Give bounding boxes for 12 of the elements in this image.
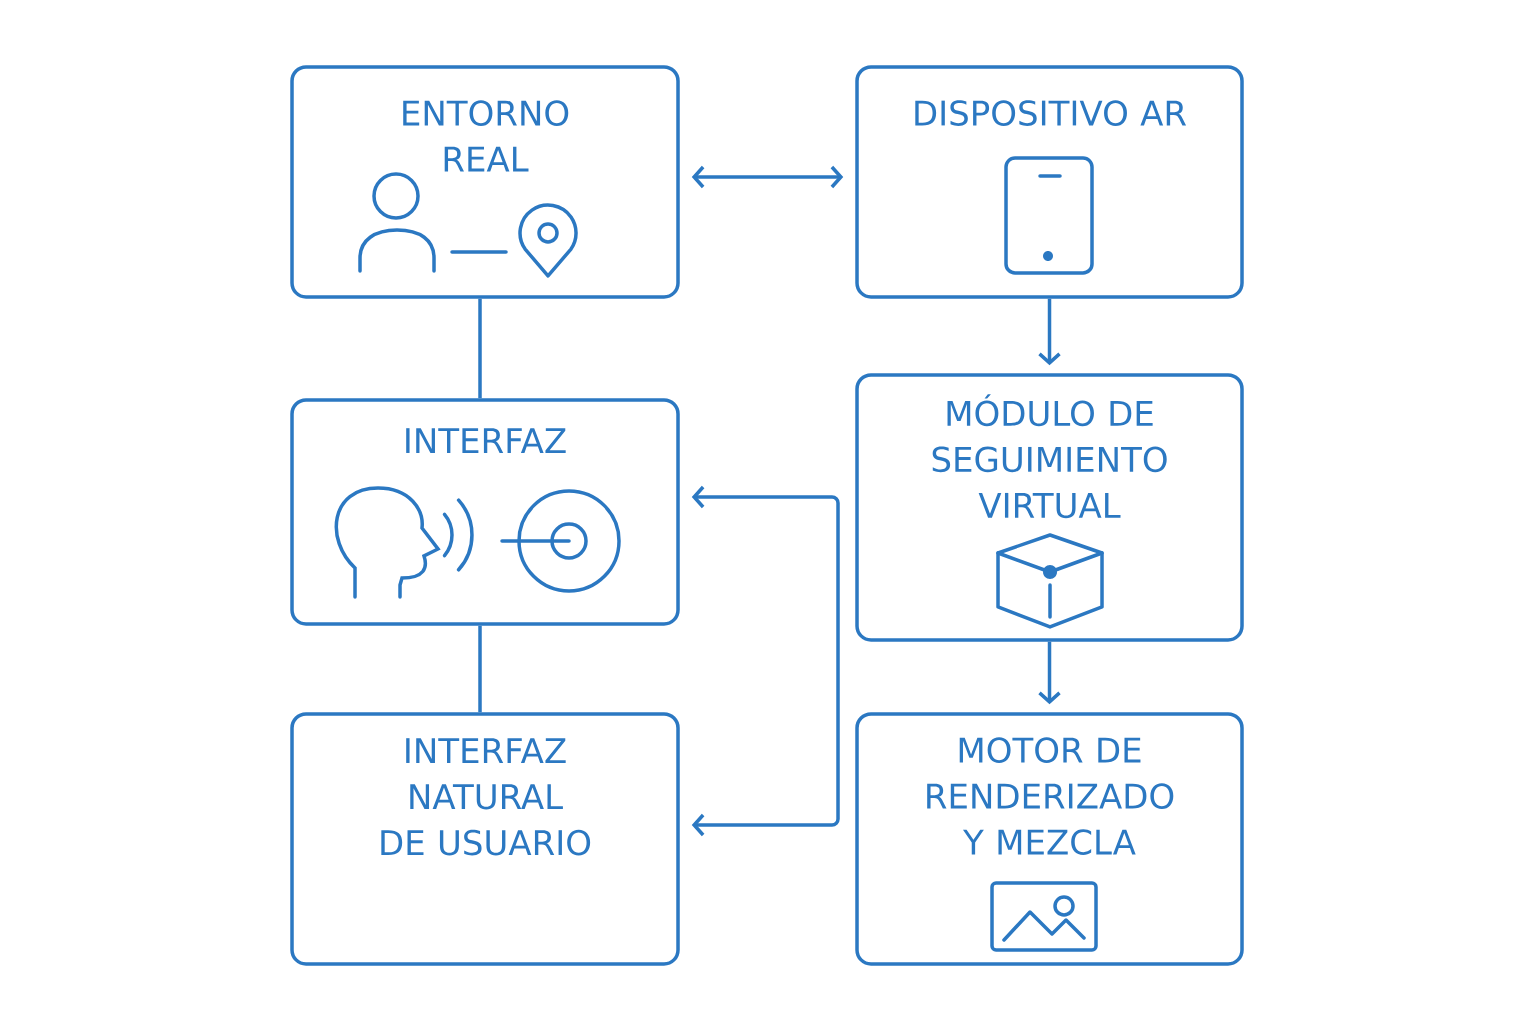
- process-box: ENTORNO REAL: [290, 65, 680, 299]
- connector-line: [478, 625, 482, 713]
- connector-line: [478, 298, 482, 399]
- double-arrow: [691, 165, 844, 189]
- bracket-arrow: [691, 485, 840, 837]
- process-box: MÓDULO DE SEGUIMIENTO VIRTUAL: [855, 373, 1244, 642]
- arrow: [1038, 298, 1061, 366]
- process-box: INTERFAZ NATURAL DE USUARIO: [290, 712, 680, 966]
- arrow: [1038, 641, 1061, 705]
- process-box: INTERFAZ: [290, 398, 680, 626]
- process-box: MOTOR DE RENDERIZADO Y MEZCLA: [855, 712, 1244, 966]
- process-box: DISPOSITIVO AR: [855, 65, 1244, 299]
